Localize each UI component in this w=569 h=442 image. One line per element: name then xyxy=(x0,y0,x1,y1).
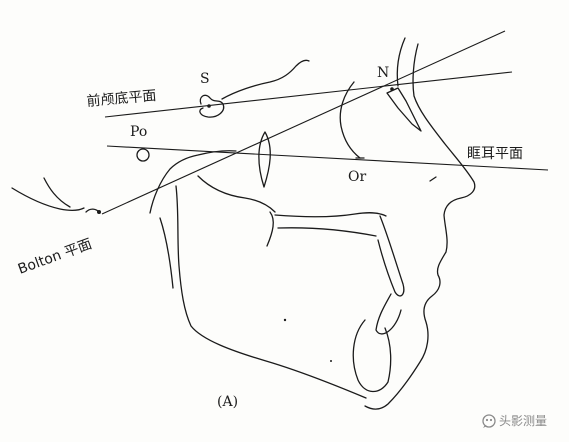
panel-label: (A) xyxy=(217,394,238,410)
upper-incisor xyxy=(377,215,405,297)
bolton-plane-label: Bolton 平面 xyxy=(16,236,94,278)
bolton-point xyxy=(97,210,101,214)
nasal-bone xyxy=(386,87,422,132)
nasion-point xyxy=(390,87,394,91)
porion-label: Po xyxy=(130,124,147,140)
palatal-plane-outline xyxy=(274,212,387,218)
fh-plane-label: 眶耳平面 xyxy=(467,146,523,162)
wechat-channel-icon xyxy=(482,414,496,428)
nostril-mark xyxy=(429,176,437,182)
palate-lower-outline xyxy=(277,227,377,237)
orbitale-label: Or xyxy=(348,169,366,185)
lower-incisor xyxy=(375,293,402,335)
watermark-text: 头影测量 xyxy=(499,414,547,428)
clivus-outline xyxy=(149,150,237,214)
porion-circle xyxy=(136,148,150,162)
sella-label: S xyxy=(200,71,210,87)
coronoid-sigmoid-outline xyxy=(197,175,276,213)
fh-plane-line xyxy=(106,145,549,171)
key-ridge xyxy=(266,211,274,247)
nasion-label: N xyxy=(377,65,389,81)
bolton-plane-line xyxy=(101,30,506,215)
mandible-ramus-and-border xyxy=(175,185,367,399)
sn-plane-line xyxy=(104,71,513,118)
pterygomaxillary-fissure xyxy=(258,131,271,188)
anterior-cranial-base xyxy=(221,59,310,100)
mandibular-symphysis xyxy=(352,319,392,393)
stray-dot xyxy=(330,360,332,362)
stray-dot xyxy=(283,318,287,322)
orbit-rim xyxy=(339,81,361,159)
soft-tissue-profile xyxy=(364,43,476,410)
occipital-outline xyxy=(11,187,85,212)
frontal-bone-outline xyxy=(396,37,406,87)
occipital-inner-outline xyxy=(43,177,71,208)
sella-turcica xyxy=(199,94,225,118)
sella-point xyxy=(207,104,211,108)
condyle-posterior-border xyxy=(159,217,174,289)
sn-plane-label: 前颅底平面 xyxy=(86,87,157,110)
